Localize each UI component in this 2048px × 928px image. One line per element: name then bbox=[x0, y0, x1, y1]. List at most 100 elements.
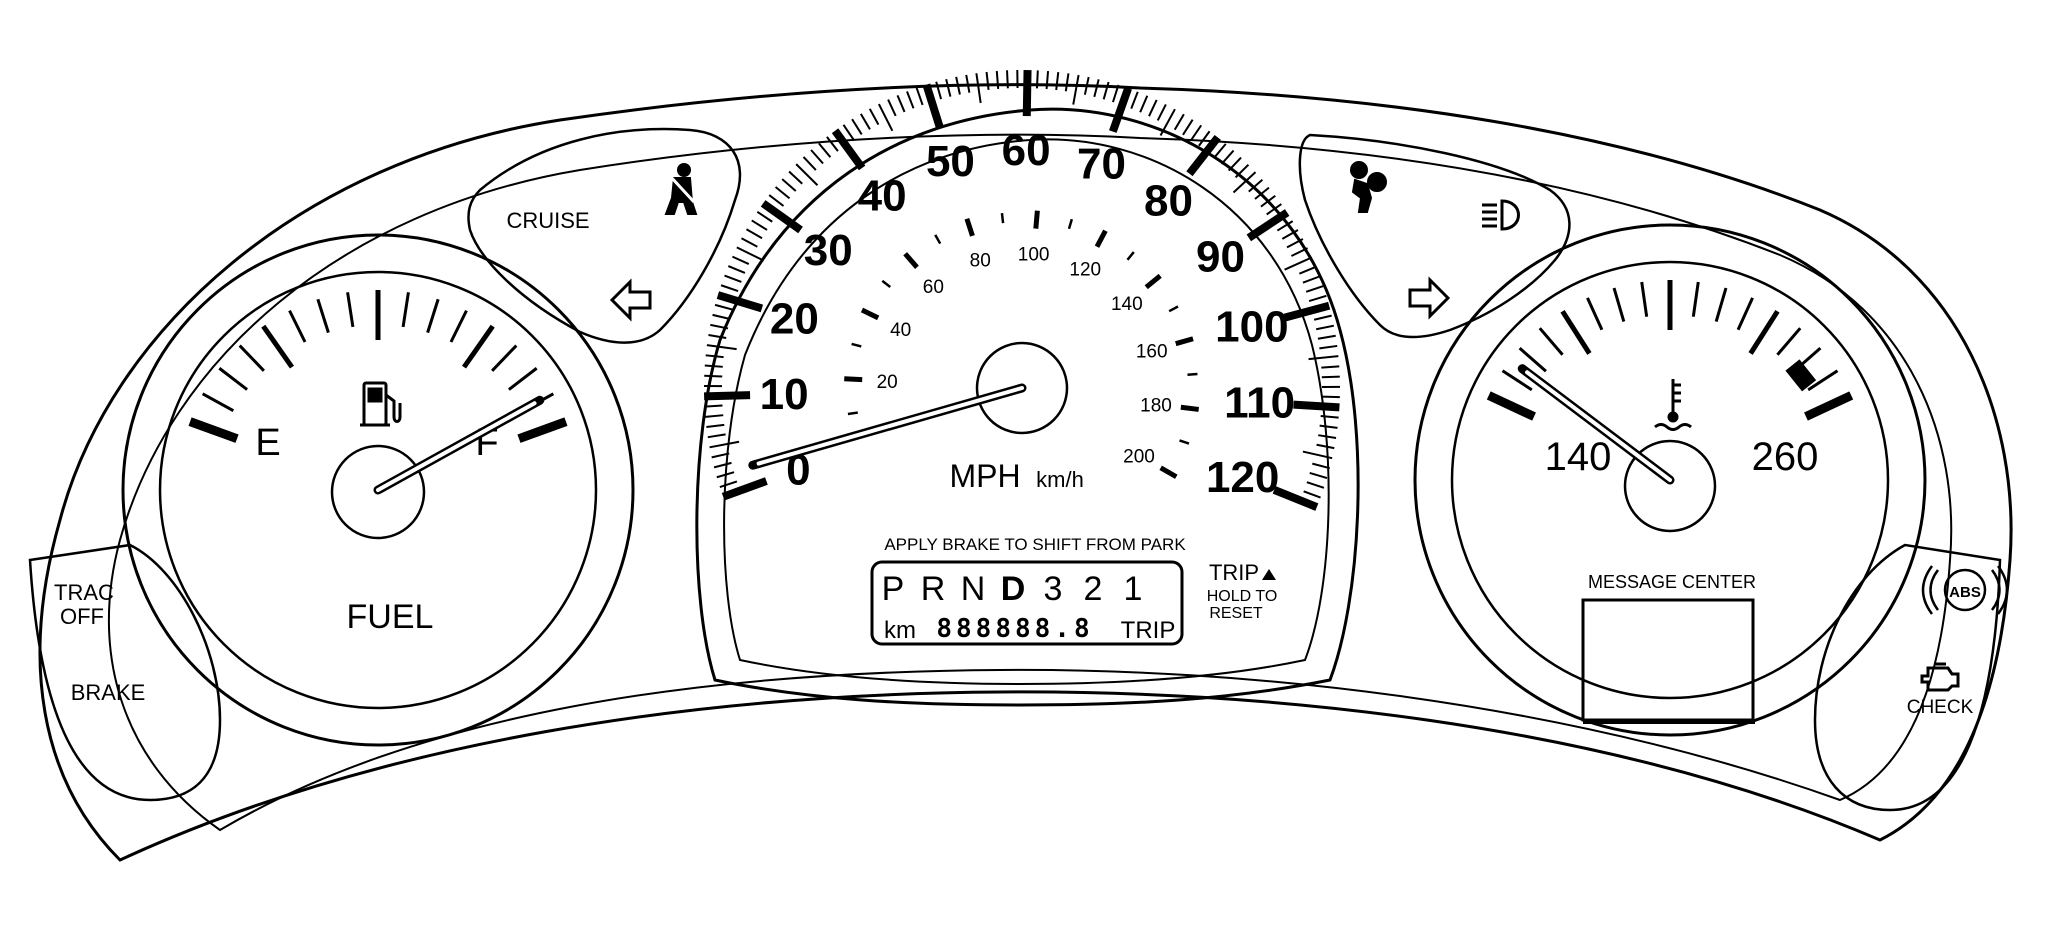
speedometer-tick bbox=[965, 74, 971, 93]
upper-right-pod bbox=[1298, 133, 1571, 339]
speedometer-mph-label: 100 bbox=[1215, 302, 1288, 351]
speedometer-kmh-tick bbox=[1175, 336, 1194, 347]
speedometer-tick bbox=[714, 303, 733, 311]
speedometer-hub bbox=[975, 341, 1069, 435]
right-turn-arrow-icon bbox=[1408, 276, 1451, 320]
speedometer-tick bbox=[1283, 301, 1331, 322]
speedometer-tick bbox=[887, 99, 897, 117]
speedometer-tick bbox=[705, 414, 724, 418]
speedometer-kmh-tick bbox=[1180, 404, 1200, 412]
fuel-gauge-tick bbox=[401, 292, 410, 328]
temp-gauge-needle-core bbox=[1525, 370, 1672, 482]
speedometer-tick bbox=[1182, 119, 1194, 136]
speedometer-mph-label: 50 bbox=[926, 137, 975, 186]
trip-hint-line2: RESET bbox=[1209, 605, 1263, 622]
fuel-gauge-tick bbox=[188, 417, 239, 443]
speedometer-kmh-tick bbox=[1159, 465, 1178, 479]
speedometer-tick bbox=[1148, 99, 1158, 117]
cluster-housing-inner bbox=[107, 133, 1953, 832]
speedometer-tick bbox=[1055, 71, 1060, 91]
speedometer-tick bbox=[706, 344, 737, 351]
speedometer-tick bbox=[1246, 209, 1290, 242]
speedometer-kmh-label: 140 bbox=[1111, 294, 1143, 315]
speedometer-tick bbox=[818, 142, 832, 158]
speedometer-kmh-tick bbox=[903, 252, 919, 269]
check-indicator: CHECK bbox=[1907, 697, 1974, 718]
speedometer-tick bbox=[1035, 70, 1039, 89]
speedometer-kmh-label: 200 bbox=[1123, 446, 1155, 467]
speedometer-tick bbox=[1293, 400, 1340, 412]
speedometer-tick bbox=[955, 76, 961, 95]
temp-gauge-tick bbox=[1586, 297, 1604, 331]
speedometer-kmh-minor-tick bbox=[1126, 251, 1135, 261]
temp-gauge-tick bbox=[1486, 391, 1536, 421]
speedometer-tick bbox=[995, 70, 1000, 90]
temp-low-label: 140 bbox=[1545, 435, 1612, 479]
temp-gauge-tick bbox=[1748, 309, 1780, 355]
speedometer-tick bbox=[1248, 179, 1264, 193]
prndl-gear: 3 bbox=[1044, 570, 1063, 608]
speedometer-tick bbox=[1318, 434, 1337, 440]
speedometer-tick bbox=[1321, 395, 1340, 399]
temp-gauge-tick bbox=[1560, 309, 1592, 355]
speedometer-tick bbox=[704, 404, 723, 408]
speedometer-tick bbox=[810, 149, 824, 165]
speedometer-bezel bbox=[723, 138, 1330, 686]
speedometer-tick bbox=[877, 103, 894, 132]
speedometer-tick bbox=[1130, 91, 1139, 109]
fuel-gauge-tick bbox=[517, 417, 568, 443]
speedometer-tick bbox=[727, 265, 746, 274]
speedometer-tick bbox=[1260, 194, 1276, 208]
speedometer-housing bbox=[695, 107, 1360, 707]
fuel-gauge-tick bbox=[288, 309, 307, 343]
left-turn-arrow-icon bbox=[609, 278, 652, 322]
speedometer-tick bbox=[751, 219, 768, 231]
speedometer-mph-label: 90 bbox=[1196, 233, 1245, 282]
speedometer-kmh-minor-tick bbox=[1179, 439, 1190, 445]
speedometer-tick bbox=[1159, 108, 1176, 136]
speedometer-tick bbox=[745, 228, 763, 240]
abs-label: ABS bbox=[1949, 584, 1981, 601]
left-lamp-pod bbox=[28, 543, 222, 802]
speedometer-tick bbox=[1232, 171, 1257, 194]
speedometer-tick bbox=[868, 108, 880, 126]
speedometer-tick bbox=[1234, 164, 1250, 179]
speedometer-tick bbox=[1227, 156, 1242, 172]
speedometer-tick bbox=[707, 433, 726, 439]
speedometer-tick bbox=[719, 480, 738, 489]
speedometer-tick bbox=[788, 170, 803, 185]
speedometer-tick bbox=[704, 391, 751, 401]
speedometer-tick bbox=[1006, 70, 1009, 89]
trip-reset-button[interactable]: TRIP HOLD TO RESET bbox=[1207, 560, 1278, 622]
speedometer-kmh-tick bbox=[1094, 229, 1108, 248]
speedometer-tick bbox=[1276, 220, 1294, 232]
speedometer-tick bbox=[1272, 486, 1319, 511]
fuel-gauge-tick-marks bbox=[188, 290, 568, 443]
speedometer-tick bbox=[1319, 424, 1338, 429]
fuel-gauge-label: FUEL bbox=[347, 598, 434, 636]
speedometer-tick bbox=[1316, 443, 1335, 450]
fuel-gauge-tick bbox=[316, 298, 330, 334]
temp-gauge-tick bbox=[1776, 327, 1802, 356]
fuel-gauge-tick bbox=[461, 324, 495, 369]
speedometer-tick bbox=[1220, 149, 1235, 165]
speedometer-kmh-minor-tick bbox=[1000, 213, 1005, 224]
message-center-label: MESSAGE CENTER bbox=[1588, 572, 1756, 592]
speedometer-tick bbox=[1093, 79, 1100, 98]
trip-arrow-icon bbox=[1262, 569, 1276, 580]
temp-gauge-hub bbox=[1623, 439, 1717, 533]
trac-off-line1: TRAC bbox=[54, 580, 114, 605]
speedometer-tick bbox=[760, 200, 803, 234]
speedometer-tick bbox=[915, 87, 924, 106]
speedometer-mph-label: 80 bbox=[1144, 176, 1193, 225]
fuel-gauge-tick bbox=[346, 292, 355, 328]
temp-gauge-tick bbox=[1501, 369, 1533, 392]
speedometer-mph-label: 20 bbox=[770, 294, 819, 343]
speedometer-tick bbox=[1319, 344, 1338, 350]
temp-gauge-hot-zone bbox=[1785, 359, 1817, 392]
speedometer-tick bbox=[1308, 294, 1327, 302]
speedometer-tick bbox=[708, 333, 727, 339]
